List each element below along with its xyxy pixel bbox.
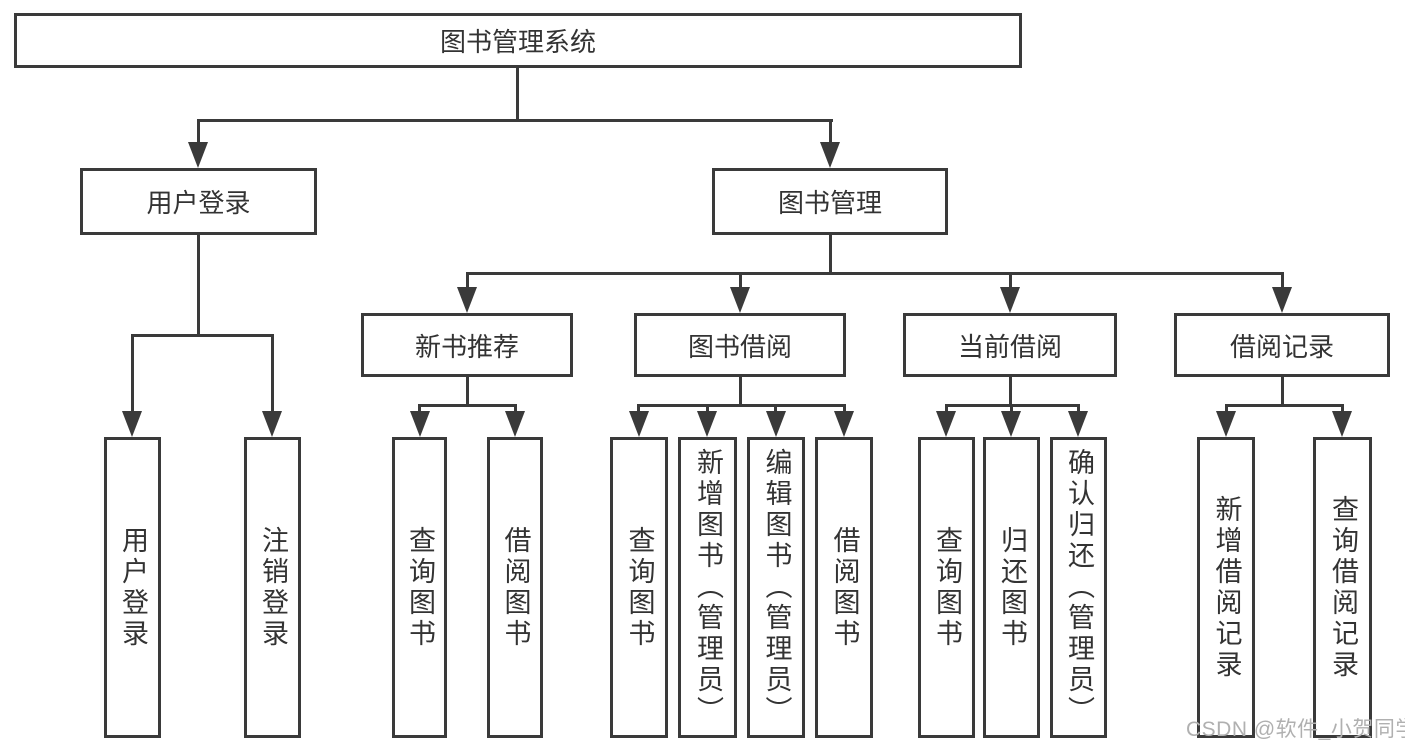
- leaf-label: 查询借阅记录: [1328, 494, 1358, 681]
- leaf-add-borrow-record: 新增借阅记录: [1197, 437, 1255, 738]
- leaf-label: 确认归还（管理员）: [1064, 448, 1094, 727]
- connector-line: [197, 119, 833, 122]
- connector-line: [637, 404, 640, 414]
- connector-line: [1010, 404, 1013, 414]
- arrowhead-down: [457, 287, 477, 313]
- connector-line: [1281, 272, 1284, 292]
- leaf-return-books: 归还图书: [983, 437, 1040, 738]
- connector-line: [1077, 404, 1080, 414]
- node-root-label: 图书管理系统: [439, 27, 596, 57]
- connector-line: [197, 235, 200, 337]
- connector-line: [706, 404, 709, 414]
- arrowhead-down: [834, 411, 854, 437]
- node-book-management: 图书管理: [712, 168, 948, 235]
- connector-line: [271, 334, 274, 414]
- connector-line: [131, 334, 134, 414]
- leaf-edit-books-admin: 编辑图书（管理员）: [747, 437, 805, 738]
- leaf-label: 新增借阅记录: [1211, 494, 1242, 681]
- arrowhead-down: [1332, 411, 1352, 437]
- node-new-book-recommend-label: 新书推荐: [414, 331, 519, 362]
- connector-line: [739, 272, 742, 292]
- leaf-confirm-return-admin: 确认归还（管理员）: [1050, 437, 1107, 738]
- leaf-query-books-current: 查询图书: [918, 437, 975, 738]
- node-book-borrow: 图书借阅: [634, 313, 846, 377]
- arrowhead-down: [122, 411, 142, 437]
- arrowhead-down: [1216, 411, 1236, 437]
- connector-line: [466, 272, 1284, 275]
- leaf-logout: 注销登录: [244, 437, 301, 738]
- connector-line: [739, 377, 742, 407]
- leaf-query-borrow-record: 查询借阅记录: [1313, 437, 1372, 738]
- arrowhead-down: [936, 411, 956, 437]
- connector-line: [829, 119, 832, 145]
- arrowhead-down: [1068, 411, 1088, 437]
- connector-line: [1225, 404, 1228, 414]
- connector-line: [418, 404, 517, 407]
- node-current-borrow-label: 当前借阅: [957, 331, 1062, 362]
- arrowhead-down: [766, 411, 786, 437]
- connector-line: [774, 404, 777, 414]
- leaf-label: 借阅图书: [500, 525, 531, 650]
- csdn-watermark: CSDN @软件_小贺同学: [1186, 718, 1405, 741]
- connector-line: [197, 119, 200, 145]
- arrowhead-down: [1272, 287, 1292, 313]
- node-root: 图书管理系统: [14, 13, 1022, 68]
- arrowhead-down: [820, 142, 840, 168]
- leaf-label: 查询图书: [405, 525, 435, 650]
- connector-line: [945, 404, 948, 414]
- arrowhead-down: [262, 411, 282, 437]
- node-current-borrow: 当前借阅: [903, 313, 1117, 377]
- node-user-login: 用户登录: [80, 168, 317, 235]
- connector-line: [1009, 377, 1012, 407]
- leaf-label: 查询图书: [624, 525, 655, 650]
- connector-line: [516, 68, 519, 122]
- connector-line: [829, 235, 832, 275]
- leaf-label: 注销登录: [258, 525, 288, 650]
- leaf-label: 新增图书（管理员）: [693, 448, 723, 727]
- node-borrow-records-label: 借阅记录: [1229, 331, 1334, 362]
- node-new-book-recommend: 新书推荐: [361, 313, 573, 377]
- connector-line: [466, 377, 469, 407]
- leaf-add-books-admin: 新增图书（管理员）: [678, 437, 737, 738]
- arrowhead-down: [1001, 411, 1021, 437]
- connector-line: [514, 404, 517, 414]
- connector-line: [1009, 272, 1012, 292]
- arrowhead-down: [1000, 287, 1020, 313]
- connector-line: [131, 334, 274, 337]
- arrowhead-down: [188, 142, 208, 168]
- leaf-query-books-borrow: 查询图书: [610, 437, 668, 738]
- arrowhead-down: [505, 411, 525, 437]
- leaf-label: 查询图书: [932, 525, 962, 650]
- arrowhead-down: [697, 411, 717, 437]
- leaf-user-login: 用户登录: [104, 437, 161, 738]
- leaf-label: 归还图书: [997, 525, 1027, 650]
- connector-line: [637, 404, 846, 407]
- node-user-login-label: 用户登录: [146, 188, 251, 218]
- leaf-borrow-books: 借阅图书: [815, 437, 873, 738]
- connector-line: [418, 404, 421, 414]
- connector-line: [1281, 377, 1284, 407]
- connector-line: [466, 272, 469, 292]
- node-book-borrow-label: 图书借阅: [687, 331, 792, 362]
- arrowhead-down: [410, 411, 430, 437]
- leaf-query-books-recommend: 查询图书: [392, 437, 447, 738]
- node-borrow-records: 借阅记录: [1174, 313, 1390, 377]
- leaf-borrow-books-recommend: 借阅图书: [487, 437, 543, 738]
- arrowhead-down: [730, 287, 750, 313]
- connector-line: [843, 404, 846, 414]
- leaf-label: 借阅图书: [829, 525, 860, 650]
- leaf-label: 用户登录: [118, 525, 148, 650]
- arrowhead-down: [629, 411, 649, 437]
- connector-line: [1225, 404, 1344, 407]
- connector-line: [1341, 404, 1344, 414]
- node-book-management-label: 图书管理: [777, 188, 882, 218]
- leaf-label: 编辑图书（管理员）: [761, 448, 792, 727]
